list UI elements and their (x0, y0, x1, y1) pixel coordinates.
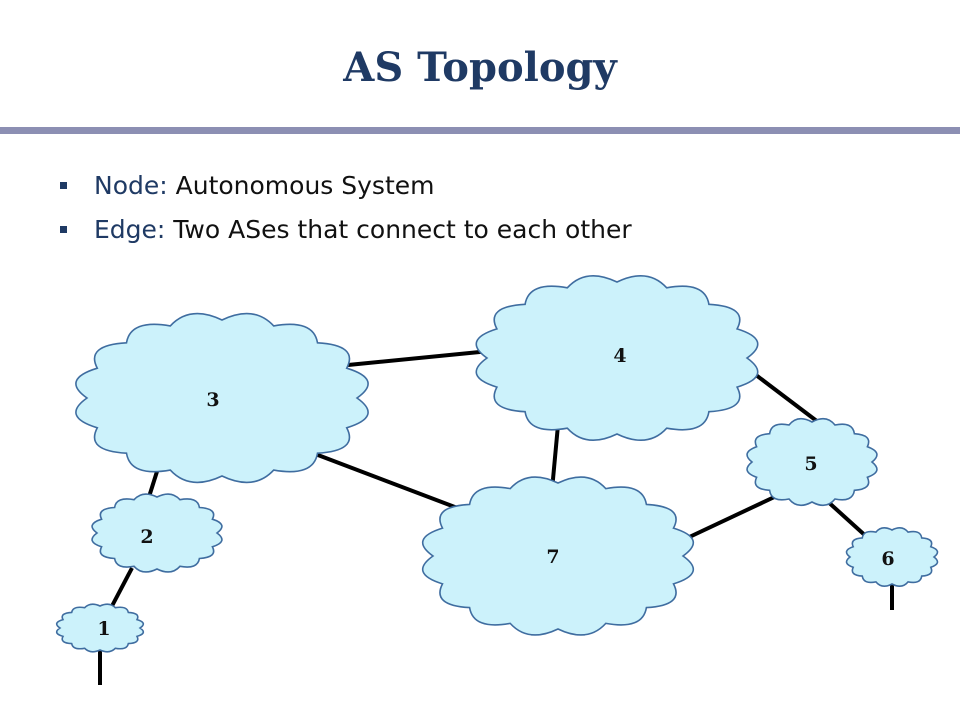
bullet-text: Two ASes that connect to each other (165, 215, 632, 244)
edge-4-5 (750, 370, 828, 430)
node-label: 1 (97, 618, 110, 640)
bullet-term: Edge: (94, 215, 166, 244)
as-node-4: 4 (475, 275, 759, 441)
cloud-shape (475, 275, 759, 441)
node-label: 2 (140, 526, 153, 548)
node-label: 4 (613, 345, 626, 367)
cloud-shape (55, 603, 145, 653)
as-node-2: 2 (91, 493, 223, 573)
edge-5-6 (824, 498, 870, 540)
node-label: 7 (546, 546, 559, 568)
cloud-shape (845, 527, 939, 587)
as-node-7: 7 (422, 476, 694, 636)
slide-title: AS Topology (343, 44, 617, 91)
cloud-shape (422, 476, 694, 636)
cloud-shape (75, 312, 369, 484)
square-bullet-icon (60, 226, 67, 233)
edge-3-7 (309, 450, 469, 514)
title-divider (0, 127, 960, 134)
edge-4-7 (550, 424, 560, 491)
as-node-6: 6 (845, 527, 939, 587)
clouds-layer: 1 2 3 4 5 6 7 (55, 275, 939, 653)
node-label: 3 (206, 389, 219, 411)
square-bullet-icon (60, 182, 67, 189)
edge-3-4 (347, 348, 501, 367)
cloud-shape (91, 493, 223, 573)
as-node-1: 1 (55, 603, 145, 653)
bullet-text: Autonomous System (167, 171, 435, 200)
edges-layer (98, 348, 894, 685)
bullet-node: Node: Autonomous System (58, 166, 632, 210)
bullet-edge: Edge: Two ASes that connect to each othe… (58, 210, 632, 254)
node-label: 5 (804, 453, 817, 475)
edge-5-7 (682, 490, 786, 542)
cloud-shape (746, 417, 878, 507)
bullet-term: Node: (94, 171, 168, 200)
node-label: 6 (881, 548, 894, 570)
as-node-5: 5 (746, 417, 878, 507)
edge-2-1 (110, 567, 134, 607)
bullet-list: Node: Autonomous System Edge: Two ASes t… (58, 166, 632, 254)
as-node-3: 3 (75, 312, 369, 484)
